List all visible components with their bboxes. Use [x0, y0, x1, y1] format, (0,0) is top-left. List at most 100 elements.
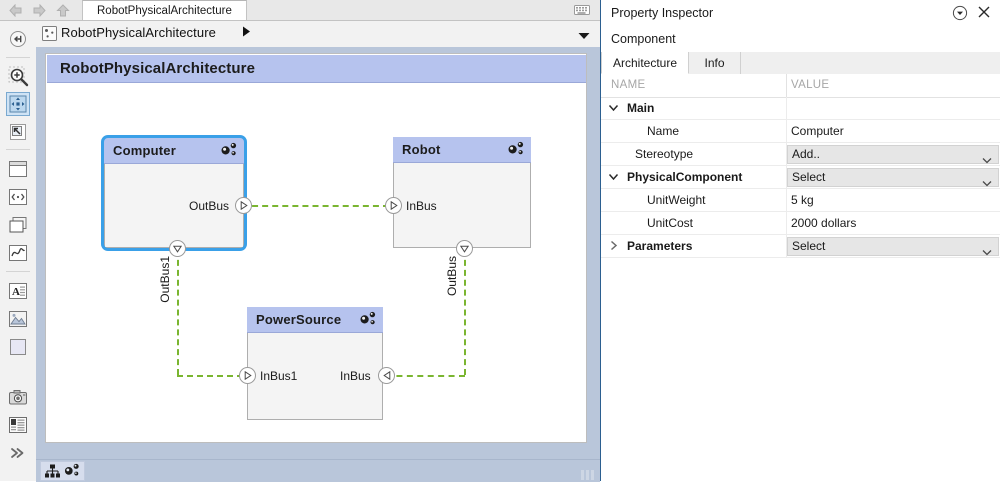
diagram-title: RobotPhysicalArchitecture [60, 60, 256, 77]
block-robot[interactable]: Robot [393, 137, 531, 248]
property-row[interactable]: Name Computer [601, 120, 1000, 143]
connection-robot-powersource-h[interactable] [386, 375, 465, 377]
property-row[interactable]: PhysicalComponent Select [601, 166, 1000, 189]
connection-computer-powersource-v[interactable] [177, 250, 179, 375]
block-computer-label: Computer [113, 143, 176, 158]
property-value-dropdown[interactable]: Add.. [787, 145, 999, 164]
property-inspector-tabs: Architecture Info [601, 52, 1000, 75]
close-icon[interactable] [977, 5, 991, 19]
property-row[interactable]: Stereotype Add.. [601, 143, 1000, 166]
snapshot-icon[interactable] [6, 385, 30, 409]
chevron-down-icon[interactable] [608, 171, 619, 182]
property-name: UnitWeight [647, 193, 706, 207]
breadcrumb: RobotPhysicalArchitecture [36, 21, 600, 48]
port-robot-outbus[interactable] [456, 240, 473, 257]
block-computer[interactable]: Computer [104, 138, 244, 248]
chevron-right-icon[interactable] [608, 240, 619, 251]
area-icon[interactable] [6, 335, 30, 359]
component-badge-icon [220, 142, 238, 159]
report-icon[interactable] [6, 413, 30, 437]
property-table-header: NAME VALUE [601, 74, 1000, 98]
up-arrow-icon[interactable] [52, 2, 74, 19]
connection-robot-powersource-v[interactable] [464, 250, 466, 375]
tab-info[interactable]: Info [689, 52, 741, 74]
property-value-text[interactable]: Computer [791, 124, 844, 138]
reference-component-icon[interactable] [6, 185, 30, 209]
navigate-back-icon[interactable] [6, 27, 30, 51]
block-powersource-label: PowerSource [256, 312, 342, 327]
column-header-name: NAME [611, 79, 646, 91]
tab-architecture[interactable]: Architecture [601, 52, 689, 74]
port-label-robot-inbus: InBus [406, 199, 437, 213]
port-label-computer-outbus: OutBus [189, 199, 230, 213]
port-label-robot-outbus: OutBus [445, 256, 459, 297]
keyboard-icon[interactable] [574, 4, 590, 16]
port-label-powersource-inbus1: InBus1 [260, 369, 298, 383]
property-name: Parameters [627, 239, 693, 253]
circled-chevron-down-icon[interactable] [952, 5, 968, 21]
property-value-dropdown[interactable]: Select [787, 168, 999, 187]
property-inspector-subtitle-bar: Component [601, 26, 1000, 53]
chevron-down-icon[interactable] [982, 244, 992, 261]
property-value-dropdown[interactable]: Select [787, 237, 999, 256]
property-name: Stereotype [635, 147, 694, 161]
property-row[interactable]: UnitCost 2000 dollars [601, 212, 1000, 235]
port-label-computer-outbus1: OutBus1 [158, 256, 172, 303]
document-tabstrip: RobotPhysicalArchitecture [0, 0, 600, 22]
port-powersource-inbus[interactable] [378, 367, 395, 384]
breadcrumb-separator [242, 26, 251, 40]
port-computer-outbus[interactable] [235, 197, 252, 214]
property-value-text[interactable]: 5 kg [791, 193, 814, 207]
architecture-canvas[interactable]: RobotPhysicalArchitecture Computer [45, 53, 587, 443]
property-row[interactable]: Main [601, 97, 1000, 120]
forward-arrow-icon[interactable] [28, 2, 50, 19]
chevron-down-icon[interactable] [982, 175, 992, 192]
diagram-title-bar: RobotPhysicalArchitecture [47, 55, 586, 83]
zoom-to-selection-icon[interactable] [6, 120, 30, 144]
image-icon[interactable] [6, 307, 30, 331]
port-computer-outbus1[interactable] [169, 240, 186, 257]
status-bar [36, 459, 600, 482]
model-window: RobotPhysicalArchitecture [0, 0, 600, 482]
component-badge-icon [507, 141, 525, 158]
component-icon[interactable] [6, 157, 30, 181]
chevron-down-icon[interactable] [578, 29, 590, 43]
tab-architecture-label: Architecture [612, 55, 678, 70]
chevron-down-icon[interactable] [608, 102, 619, 113]
column-header-value: VALUE [791, 79, 830, 91]
property-row[interactable]: Parameters Select [601, 235, 1000, 258]
property-inspector-subtitle: Component [611, 32, 676, 46]
connection-computer-robot[interactable] [242, 205, 389, 207]
expand-icon[interactable] [6, 441, 30, 465]
hierarchy-icon[interactable] [44, 464, 61, 479]
back-arrow-icon[interactable] [4, 2, 26, 19]
block-powersource[interactable]: PowerSource [247, 307, 383, 420]
adapter-icon[interactable] [6, 241, 30, 265]
svg-text:A: A [12, 286, 20, 298]
breadcrumb-label[interactable]: RobotPhysicalArchitecture [61, 25, 216, 40]
port-powersource-inbus1[interactable] [239, 367, 256, 384]
component-badge-icon[interactable] [63, 463, 81, 479]
canvas-background: RobotPhysicalArchitecture Computer [36, 47, 600, 459]
document-tab[interactable]: RobotPhysicalArchitecture [82, 0, 247, 20]
block-computer-header [104, 138, 244, 164]
chevron-down-icon[interactable] [982, 152, 992, 169]
diagram-toolbar: A [0, 21, 37, 481]
port-robot-inbus[interactable] [385, 197, 402, 214]
tab-info-label: Info [704, 56, 725, 70]
annotation-icon[interactable]: A [6, 279, 30, 303]
variant-component-icon[interactable] [6, 213, 30, 237]
property-inspector-panel: Property Inspector Component Architectur… [600, 0, 1000, 481]
zoom-in-icon[interactable] [6, 64, 30, 88]
fit-to-view-icon[interactable] [6, 92, 30, 116]
property-name: UnitCost [647, 216, 694, 230]
property-name: PhysicalComponent [627, 170, 743, 184]
property-value-text[interactable]: 2000 dollars [791, 216, 857, 230]
connection-computer-powersource-h[interactable] [177, 375, 243, 377]
status-bar-icons [40, 461, 85, 481]
property-row[interactable]: UnitWeight 5 kg [601, 189, 1000, 212]
property-name: Main [627, 101, 655, 115]
property-name: Name [647, 124, 680, 138]
resize-grip[interactable] [581, 469, 595, 480]
block-powersource-header [247, 307, 383, 333]
